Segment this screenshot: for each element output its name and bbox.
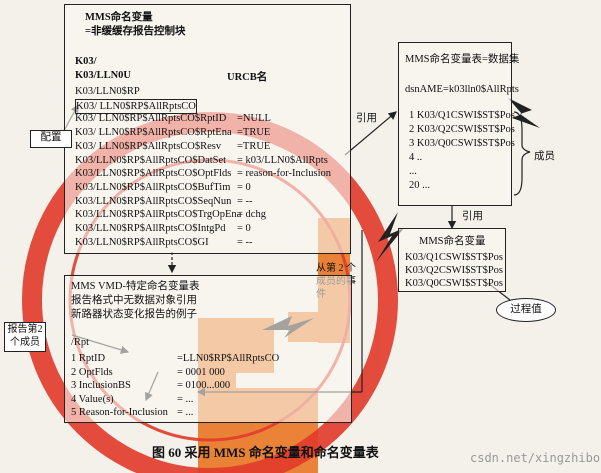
report-member-label: 报告第2个成员 xyxy=(7,324,43,348)
main-row-name: K03/LLN0$RP$AllRptsCO$SeqNun xyxy=(75,195,232,207)
main-row-name: K03/LLN0$RP$AllRptsCO$GI xyxy=(75,236,209,248)
urcb-name-label: URCB名 xyxy=(227,72,268,83)
main-row-name: K03/LLN0$RP$AllRptsCO$IntgPd xyxy=(75,223,226,234)
process-value-label: 过程值 xyxy=(510,304,542,315)
dataset-item: ... xyxy=(409,166,417,177)
report-row-value: = 0001 000 xyxy=(177,366,225,378)
main-row-name: K03/LLN0$RP$AllRptsCO$OptFlds xyxy=(75,168,232,180)
report-row-value: =LLN0$RP$AllRptsCO xyxy=(177,353,280,364)
main-row-value: = reason-for-Inclusion xyxy=(237,168,332,180)
report-row-value: = ... xyxy=(177,393,194,405)
main-row-value: =TRUE xyxy=(237,140,271,152)
report-member-callout: 报告第2个成员 xyxy=(4,322,46,352)
urcb-box: MMS命名变量 =非缓缓存报告控制块 K03/ K03/LLN0U URCB名 … xyxy=(64,4,351,254)
main-row-value: = dchg xyxy=(237,209,266,221)
main-row-value: = k03/LLN0$AllRpts xyxy=(237,154,328,166)
main-row-value: = -- xyxy=(237,236,253,248)
figure-caption: 图 60 采用 MMS 命名变量和命名变量表 xyxy=(152,445,379,460)
vars-item: K03/Q1CSWI$ST$Pos xyxy=(405,252,504,263)
main-row-name: K03/ LLN0$RP$AllRptsCO xyxy=(75,98,197,114)
report-line2: 报告格式中无数据对象引用 xyxy=(71,295,197,306)
dataset-item: 2 K03/Q2CSWI$ST$Pos xyxy=(409,124,515,135)
report-row-name: 2 OptFlds xyxy=(71,366,113,378)
config-label: 配置 xyxy=(40,132,62,143)
dataset-box: MMS命名变量表=数据集 dsnAME=k03lln0$AllRpts 1 K0… xyxy=(398,42,519,206)
report-row-value: = ... xyxy=(177,407,194,418)
ref-label-1: 引用 xyxy=(356,113,377,124)
main-row-value: = 0 xyxy=(237,181,251,193)
main-box-heading1: K03/ xyxy=(75,56,97,67)
config-callout: 配置 xyxy=(30,130,72,148)
main-row-value: =NULL xyxy=(237,113,271,125)
arrow-ref-to-dataset xyxy=(344,111,397,156)
main-row-value: =TRUE xyxy=(237,127,271,139)
report-row-name: 4 Value(s) xyxy=(71,393,114,405)
report-row-name: 5 Reason-for-Inclusion xyxy=(71,407,168,418)
process-value-callout: 过程值 xyxy=(496,298,556,322)
dataset-dsn: dsnAME=k03lln0$AllRpts xyxy=(405,84,519,95)
vars-item: K03/Q0CSWI$ST$Pos xyxy=(405,278,504,289)
main-row-name: K03/ LLN0$RP$AllRptsCO$RptID xyxy=(75,113,227,125)
main-row-name: K03/LLN0$RP$AllRptsCO$DatSet xyxy=(75,154,227,166)
members-label: 成员 xyxy=(534,151,555,162)
main-row-name: K03/ LLN0$RP$AllRptsCO$Resv xyxy=(75,140,222,152)
main-row-name: K03/ LLN0$RP$AllRptsCO$RptEna xyxy=(75,127,232,139)
vars-item: K03/Q2CSWI$ST$Pos xyxy=(405,265,504,276)
report-row-name: 1 RptID xyxy=(71,353,106,364)
main-box-title2: =非缓缓存报告控制块 xyxy=(85,26,186,37)
report-row-name: 3 InclusionBS xyxy=(71,380,131,391)
dataset-title: MMS命名变量表=数据集 xyxy=(405,54,520,65)
credit-text: csdn.net/xingzhibo xyxy=(470,451,601,465)
main-box-title1: MMS命名变量 xyxy=(85,12,153,23)
ref-label-2: 引用 xyxy=(462,211,483,222)
report-box: MMS VMD-特定命名变量表 报告格式中无数据对象引用 新路器状态变化报告的例… xyxy=(64,275,352,423)
main-row-value: = 0 xyxy=(237,223,251,234)
dataset-item: 20 ... xyxy=(409,180,430,191)
report-line1: MMS VMD-特定命名变量表 xyxy=(71,281,200,292)
main-row-value: = -- xyxy=(237,195,253,207)
members-brace xyxy=(513,111,531,196)
main-row-name: K03/LLN0$RP$AllRptsCO$TrgOpEna xyxy=(75,209,242,221)
main-row-name: K03/LLN0$RP$AllRptsCO$BufTim xyxy=(75,181,231,193)
main-row-name: K03/LLN0$RP xyxy=(75,86,140,97)
report-rpt: /Rpt xyxy=(71,337,90,348)
dataset-item: 4 .. xyxy=(409,152,423,163)
dataset-item: 3 K03/Q0CSWI$ST$Pos xyxy=(409,138,515,149)
vars-title: MMS命名变量 xyxy=(419,236,486,247)
report-row-value: = 0100...000 xyxy=(177,380,231,391)
main-box-heading2: K03/LLN0U xyxy=(75,70,132,81)
report-line3: 新路器状态变化报告的例子 xyxy=(71,309,197,320)
dataset-item: 1 K03/Q1CSWI$ST$Pos xyxy=(409,110,515,121)
